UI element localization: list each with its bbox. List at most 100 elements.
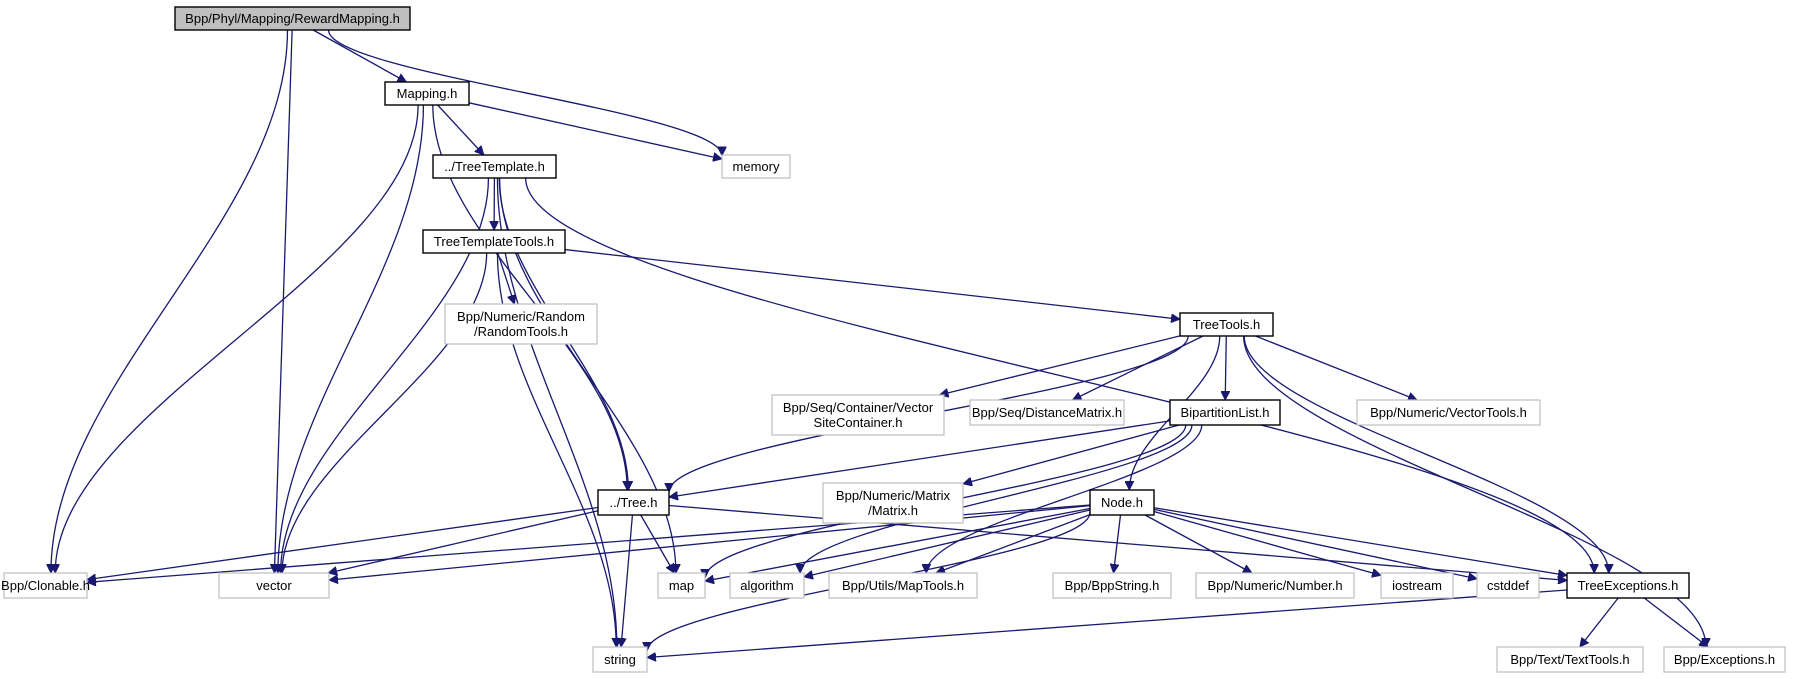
node-distancematrix: Bpp/Seq/DistanceMatrix.h [969,399,1125,426]
node-cstddef: cstddef [1476,572,1540,599]
edge-tree-to-treeexceptions [668,504,1567,580]
node-label: map [669,578,694,593]
node-iostream: iostream [1380,572,1454,599]
edge-treetools-to-treeexceptions [1243,335,1609,573]
edge-treetemplatetools-to-vector [282,252,488,573]
node-box [174,6,411,31]
edge-rewardmapping-to-vector [274,29,293,573]
node-label: Bpp/Phyl/Mapping/RewardMapping.h [185,11,400,26]
node-exceptions: Bpp/Exceptions.h [1663,646,1786,673]
node-treeexceptions[interactable]: TreeExceptions.h [1566,572,1690,599]
node-node[interactable]: Node.h [1089,489,1155,516]
node-label: cstddef [1487,578,1529,593]
node-string: string [592,646,648,673]
node-label: /Matrix.h [868,503,918,518]
edge-node-to-cstddef [1153,508,1477,578]
edge-node-to-algorithm [804,509,1091,577]
node-label: TreeTemplateTools.h [434,234,554,249]
node-vectortools: Bpp/Numeric/VectorTools.h [1356,399,1541,426]
node-bipartitionlist[interactable]: BipartitionList.h [1169,399,1281,426]
edge-rewardmapping-to-mapping [312,29,406,83]
edge-treeexceptions-to-string [647,589,1568,658]
edge-treetemplatetools-to-randomtools [497,252,515,304]
edge-treetools-to-exceptions [1242,335,1706,647]
edge-bipartitionlist-to-matrix [963,424,1180,484]
node-label: Bpp/Text/TextTools.h [1510,652,1629,667]
edge-rewardmapping-to-memory [327,29,722,156]
edge-treetools-to-vectortools [1255,335,1417,400]
edge-node-to-treeexceptions [1153,507,1567,576]
node-label: iostream [1392,578,1442,593]
node-box [1566,572,1690,599]
node-label: Bpp/Clonable.h [1,578,90,593]
edge-treetemplate-to-treeexceptions [524,177,1595,573]
node-treetemplate[interactable]: ../TreeTemplate.h [432,154,557,179]
edge-treetools-to-vectorsitecontainer [939,335,1181,395]
node-rewardmapping[interactable]: Bpp/Phyl/Mapping/RewardMapping.h [174,6,411,31]
node-box [597,489,670,516]
node-label: Node.h [1101,495,1143,510]
node-box [422,229,566,254]
node-map: map [657,572,706,599]
node-box [1496,646,1644,673]
node-box [432,154,557,179]
edge-tree-to-clonable [87,506,599,580]
node-label: SiteContainer.h [814,415,903,430]
edge-treetools-to-bipartitionlist [1225,335,1226,400]
node-label: string [604,652,636,667]
node-box [1380,572,1454,599]
node-label: Bpp/BppString.h [1065,578,1160,593]
node-label: Bpp/Seq/Container/Vector [783,400,934,415]
edge-node-to-map [705,507,1091,582]
edge-node-to-number [1144,514,1252,574]
node-label: ../TreeTemplate.h [444,159,545,174]
node-label: Mapping.h [397,86,458,101]
edge-tree-to-string [621,514,634,647]
node-treetemplatetools[interactable]: TreeTemplateTools.h [422,229,566,254]
edge-treetemplatetools-to-treetools [564,248,1180,320]
edge-node-to-bppstring [1114,514,1122,573]
edge-mapping-to-memory [468,102,722,159]
node-maptools: Bpp/Utils/MapTools.h [828,572,978,599]
node-box [444,303,598,345]
edge-tree-to-map [640,514,675,573]
node-box [1356,399,1541,426]
edge-mapping-to-clonable [55,104,419,573]
node-box [822,482,964,524]
node-box [969,399,1125,426]
nodes-layer: Bpp/Phyl/Mapping/RewardMapping.hMapping.… [1,6,1786,673]
edge-rewardmapping-to-clonable [51,29,289,573]
node-memory: memory [721,154,791,179]
node-box [721,154,791,179]
node-algorithm: algorithm [729,572,805,599]
edges-layer [51,29,1708,658]
edge-treeexceptions-to-exceptions [1643,597,1708,647]
node-box [1052,572,1172,599]
node-box [729,572,805,599]
node-clonable: Bpp/Clonable.h [1,572,90,599]
node-label: memory [733,159,780,174]
node-box [828,572,978,599]
node-label: Bpp/Numeric/Number.h [1207,578,1342,593]
node-label: Bpp/Exceptions.h [1674,652,1775,667]
node-mapping[interactable]: Mapping.h [384,81,470,106]
node-label: Bpp/Seq/DistanceMatrix.h [972,405,1122,420]
node-box [1663,646,1786,673]
node-label: Bpp/Numeric/VectorTools.h [1370,405,1527,420]
node-label: TreeExceptions.h [1578,578,1679,593]
node-box [657,572,706,599]
node-box [771,394,945,436]
node-bppstring: Bpp/BppString.h [1052,572,1172,599]
node-box [1169,399,1281,426]
node-label: vector [256,578,292,593]
node-label: algorithm [740,578,793,593]
node-label: ../Tree.h [610,495,658,510]
node-label: Bpp/Utils/MapTools.h [842,578,964,593]
edge-bipartitionlist-to-tree [669,420,1171,497]
node-box [1476,572,1540,599]
node-tree[interactable]: ../Tree.h [597,489,670,516]
node-treetools[interactable]: TreeTools.h [1179,312,1274,337]
node-box [592,646,648,673]
